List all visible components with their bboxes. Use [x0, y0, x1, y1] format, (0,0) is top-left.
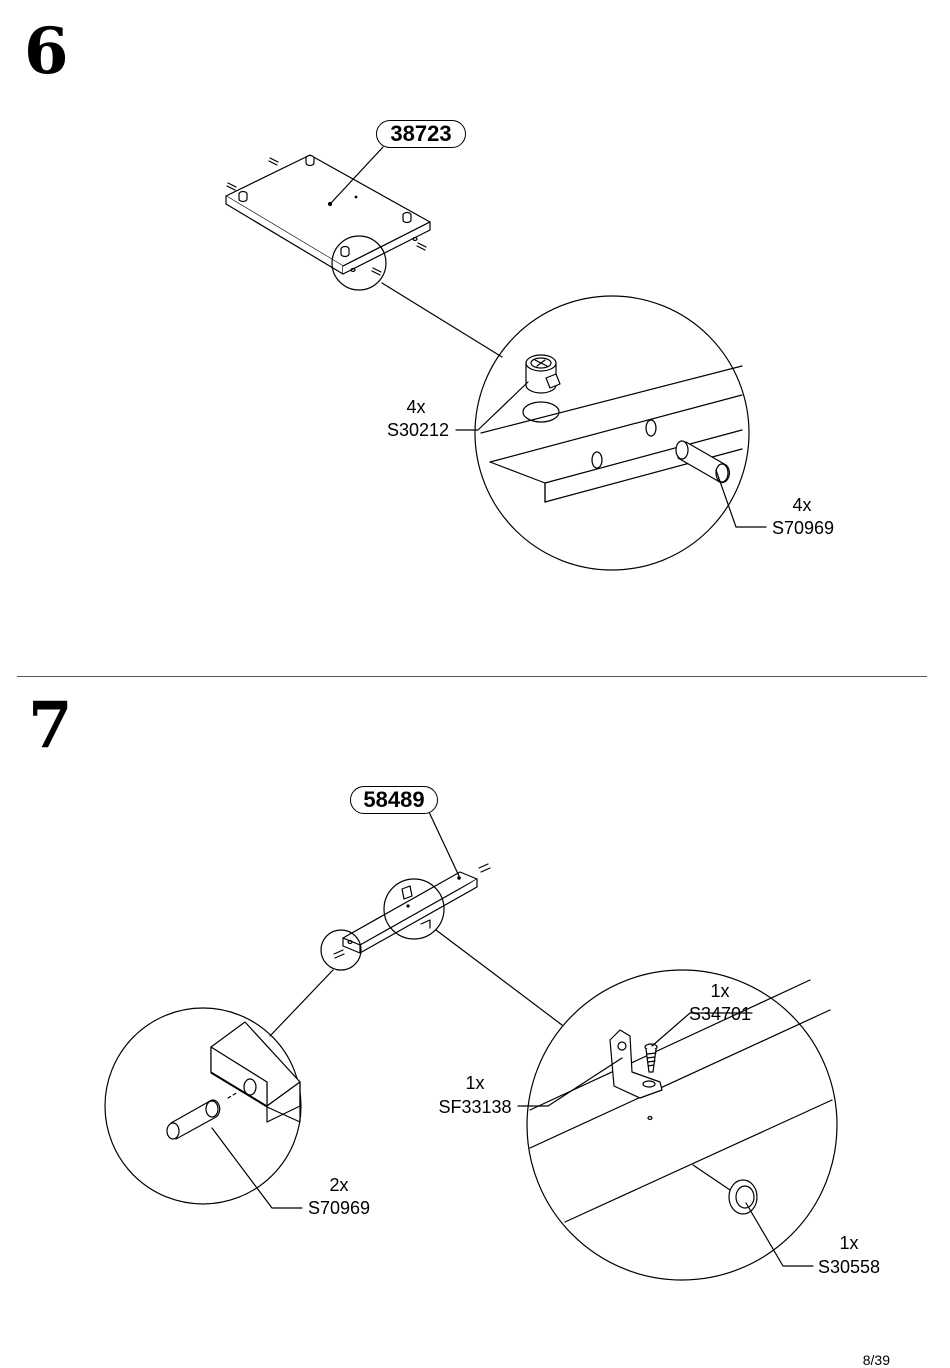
callout-code: S70969	[771, 518, 835, 538]
callout-qty: 2x	[329, 1175, 349, 1195]
page-number: 8/39	[862, 1352, 890, 1368]
part-id-badge: 58489	[350, 786, 438, 814]
part-id-badge: 38723	[376, 120, 466, 148]
callout-code: S30212	[386, 420, 450, 440]
callout-qty: 1x	[465, 1073, 485, 1093]
callout-code: SF33138	[438, 1097, 512, 1117]
callout-qty: 1x	[710, 981, 730, 1001]
callout-qty: 1x	[839, 1233, 859, 1253]
step7-rail-illustration	[269, 811, 563, 1037]
callout-code: S34701	[688, 1004, 752, 1024]
callout-code: S70969	[307, 1198, 371, 1218]
step-divider	[17, 676, 927, 677]
callout-code: S30558	[817, 1257, 881, 1277]
step-number: 6	[24, 14, 69, 89]
callout-qty: 4x	[792, 495, 812, 515]
step6-zoom-detail	[455, 295, 767, 571]
step7-left-zoom	[104, 1007, 303, 1209]
step7-right-zoom	[517, 969, 838, 1281]
callout-qty: 4x	[406, 397, 426, 417]
step-number: 7	[28, 688, 73, 763]
step6-panel-illustration	[225, 146, 503, 358]
